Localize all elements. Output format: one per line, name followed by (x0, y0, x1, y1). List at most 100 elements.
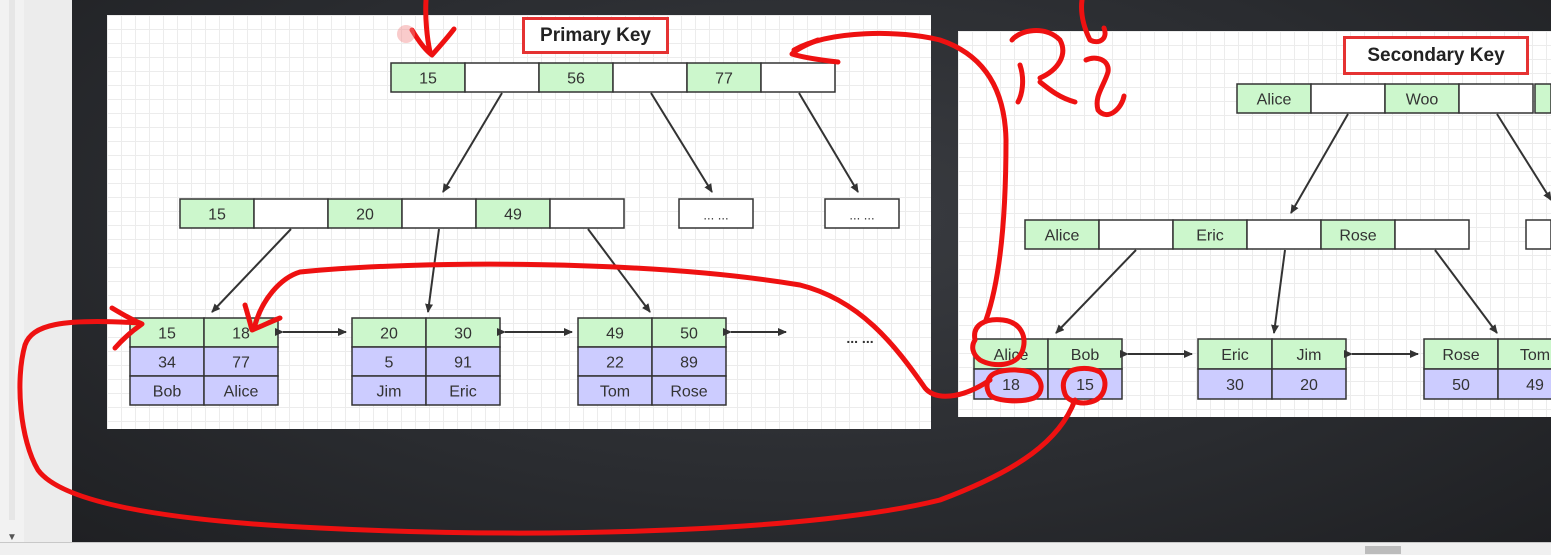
primary-leaf-2-age-1: 89 (651, 346, 727, 377)
primary-placeholder-1: ... ... (824, 198, 900, 229)
secondary-level2-key-2-label: Rose (1339, 228, 1376, 245)
secondary-leaf-0-key-1-label: Bob (1071, 347, 1100, 364)
secondary-level2-key-2: Rose (1320, 219, 1396, 250)
secondary-leaf-1-id-0: 30 (1197, 368, 1273, 400)
primary-level2-pointer-0 (253, 198, 329, 229)
secondary-level2-key-0: Alice (1024, 219, 1100, 250)
primary-level2-pointer-2 (549, 198, 625, 229)
primary-level2-key-2-label: 49 (504, 207, 522, 224)
secondary-root-pointer-0 (1310, 83, 1386, 114)
primary-leaf-1-key-0: 20 (351, 317, 427, 348)
primary-leaf-1-name-0-label: Jim (377, 384, 402, 401)
primary-leaf-0-age-0: 34 (129, 346, 205, 377)
primary-leaf-2-age-0-label: 22 (606, 355, 624, 372)
primary-level2-edge-0 (211, 228, 292, 313)
primary-leaf-2-key-0: 49 (577, 317, 653, 348)
primary-level2-key-0: 15 (179, 198, 255, 229)
secondary-leaf-2-key-1: Tom (1497, 338, 1551, 370)
secondary-level2-pointer-2 (1394, 219, 1470, 250)
primary-root-key-0: 15 (390, 62, 466, 93)
scrollbar-track[interactable] (9, 0, 15, 520)
primary-leaf-2-name-1-label: Rose (670, 384, 707, 401)
secondary-level2-key-1-label: Eric (1196, 228, 1224, 245)
secondary-root-key-cut (1534, 83, 1551, 114)
secondary-leaf-2-id-1: 49 (1497, 368, 1551, 400)
primary-root-key-1: 56 (538, 62, 614, 93)
triangle-down-icon: ▼ (7, 532, 17, 543)
primary-leaf-2-name-1: Rose (651, 375, 727, 406)
primary-root-key-0-label: 15 (419, 71, 437, 88)
secondary-leaf-1-key-0: Eric (1197, 338, 1273, 370)
secondary-leaf-2-key-1-label: Tom (1520, 347, 1550, 364)
primary-root-key-2-label: 77 (715, 71, 733, 88)
secondary-leaf-0-key-1: Bob (1047, 338, 1123, 370)
primary-leaf-1-age-0-label: 5 (385, 355, 394, 372)
horizontal-scrollbar[interactable] (0, 542, 1551, 555)
primary-level2-edge-2 (587, 228, 651, 313)
primary-level2-key-2: 49 (475, 198, 551, 229)
primary-leaf-2-key-0-label: 49 (606, 326, 624, 343)
secondary-leaf-2-id-1-label: 49 (1526, 377, 1544, 394)
secondary-root-edge-1 (1496, 113, 1551, 201)
primary-placeholder-1-label: ... ... (849, 208, 874, 223)
primary-leaf-0-age-0-label: 34 (158, 355, 176, 372)
primary-leaf-2-age-1-label: 89 (680, 355, 698, 372)
primary-leaf-1-name-0: Jim (351, 375, 427, 406)
primary-leaf-2-key-1-label: 50 (680, 326, 698, 343)
primary-key-title: Primary Key (522, 17, 669, 54)
primary-placeholder-0: ... ... (678, 198, 754, 229)
secondary-level2-key-1: Eric (1172, 219, 1248, 250)
secondary-leaf-0-id-1: 15 (1047, 368, 1123, 400)
primary-leaf-0-key-1: 18 (203, 317, 279, 348)
primary-leaf-1-name-1-label: Eric (449, 384, 477, 401)
scroll-down-button[interactable]: ▼ (4, 530, 20, 546)
primary-level2-key-0-label: 15 (208, 207, 226, 224)
primary-leaf-1-name-1: Eric (425, 375, 501, 406)
secondary-leaf-0-id-1-label: 15 (1076, 377, 1094, 394)
primary-leaf-0-key-0-label: 15 (158, 326, 176, 343)
primary-level2-edge-1 (425, 228, 440, 313)
primary-leaf-0-name-0-label: Bob (153, 384, 182, 401)
primary-root-key-2: 77 (686, 62, 762, 93)
primary-root-pointer-0 (464, 62, 540, 93)
primary-root-edge-2 (798, 92, 859, 193)
secondary-root-pointer-1 (1458, 83, 1534, 114)
secondary-level2-key-0-label: Alice (1045, 228, 1080, 245)
primary-leaf-0-name-1: Alice (203, 375, 279, 406)
secondary-leaf-0-id-0: 18 (973, 368, 1049, 400)
secondary-leaf-1-key-1: Jim (1271, 338, 1347, 370)
secondary-leaf-1-id-1-label: 20 (1300, 377, 1318, 394)
secondary-level2-edge-0 (1055, 249, 1137, 334)
primary-root-edge-1 (650, 92, 713, 193)
secondary-leaf-2-id-0-label: 50 (1452, 377, 1470, 394)
secondary-level2-edge-2 (1434, 249, 1498, 334)
primary-level2-key-1-label: 20 (356, 207, 374, 224)
secondary-leaf-2-key-0: Rose (1423, 338, 1499, 370)
primary-level2-key-1: 20 (327, 198, 403, 229)
primary-root-pointer-2 (760, 62, 836, 93)
primary-leaf-more: ... ... (846, 330, 873, 346)
scrollbar-thumb[interactable] (1365, 546, 1401, 554)
secondary-leaf-2-key-0-label: Rose (1442, 347, 1479, 364)
primary-leaf-1-key-1: 30 (425, 317, 501, 348)
secondary-level2-pointer-1 (1246, 219, 1322, 250)
primary-leaf-1-age-0: 5 (351, 346, 427, 377)
secondary-root-key-1-label: Woo (1406, 92, 1439, 109)
primary-leaf-1-age-1-label: 91 (454, 355, 472, 372)
secondary-level2-cut (1525, 219, 1551, 250)
secondary-leaf-1-id-0-label: 30 (1226, 377, 1244, 394)
primary-leaf-2-key-1: 50 (651, 317, 727, 348)
secondary-leaf-0-id-0-label: 18 (1002, 377, 1020, 394)
primary-root-edge-0 (442, 92, 503, 193)
secondary-leaf-1-id-1: 20 (1271, 368, 1347, 400)
primary-leaf-0-age-1-label: 77 (232, 355, 250, 372)
primary-root-pointer-1 (612, 62, 688, 93)
primary-leaf-0-age-1: 77 (203, 346, 279, 377)
secondary-leaf-1-key-1-label: Jim (1297, 347, 1322, 364)
primary-leaf-1-age-1: 91 (425, 346, 501, 377)
primary-leaf-0-name-0: Bob (129, 375, 205, 406)
primary-leaf-1-key-1-label: 30 (454, 326, 472, 343)
secondary-leaf-2-id-0: 50 (1423, 368, 1499, 400)
secondary-root-edge-0 (1290, 113, 1349, 214)
